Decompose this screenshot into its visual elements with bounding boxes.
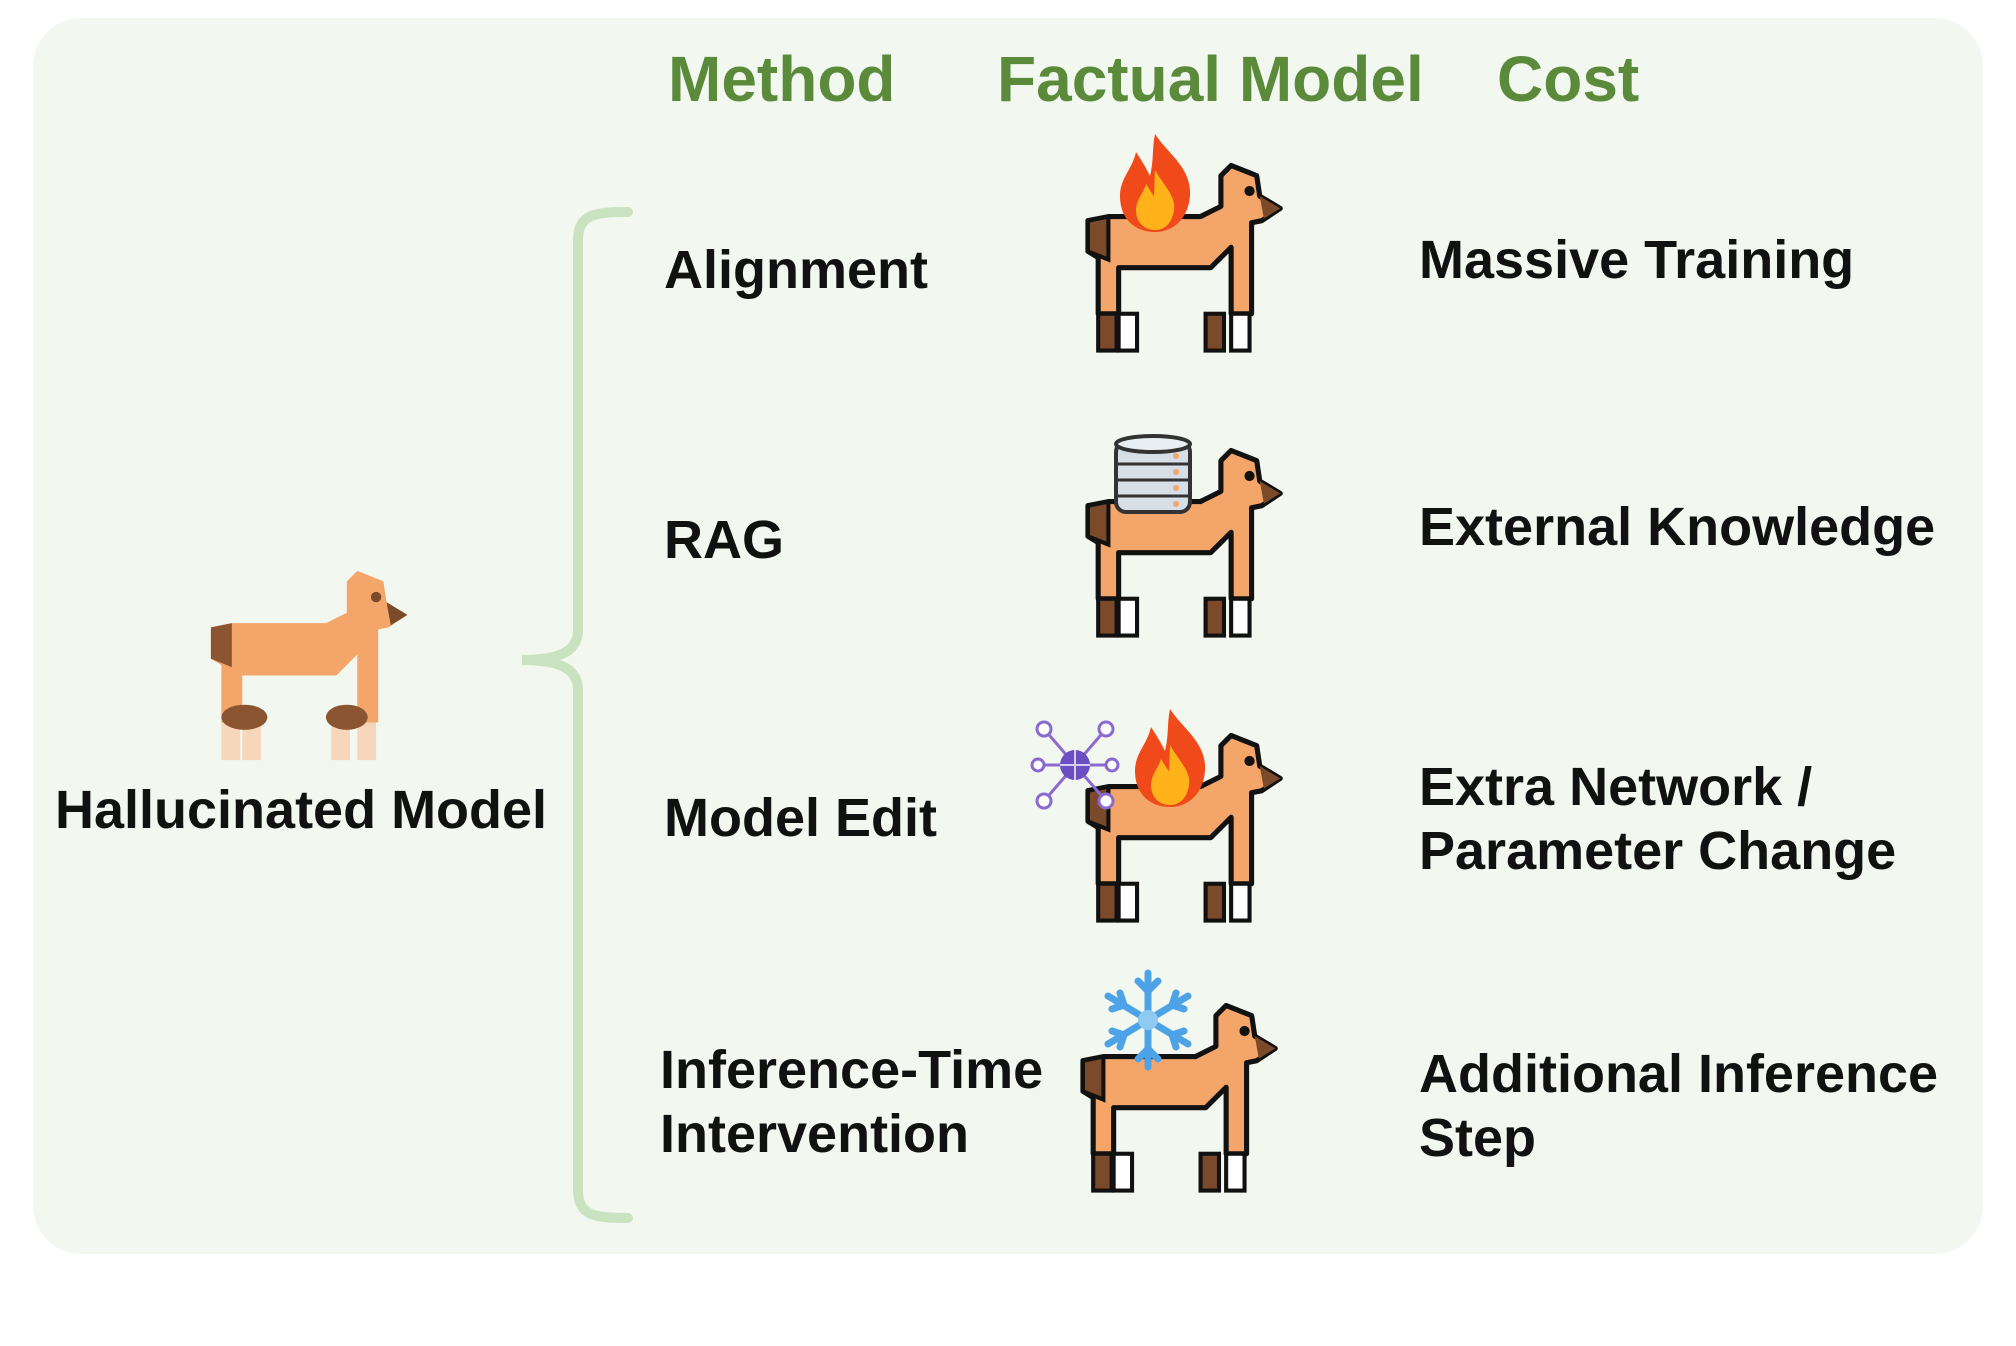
bracket-connector: [521, 207, 633, 1223]
hallucinated-model-label: Hallucinated Model: [55, 780, 548, 840]
factual-llama-icon: [1080, 1002, 1278, 1193]
method-alignment: Alignment: [664, 240, 928, 300]
hallucinated-llama-icon: [210, 570, 408, 761]
header-method: Method: [668, 43, 896, 115]
fire-icon: [1135, 709, 1206, 807]
header-cost: Cost: [1497, 43, 1640, 115]
method-inference-time-intervention: Inference-Time Intervention: [660, 1040, 1044, 1164]
cost-massive-training: Massive Training: [1419, 230, 1855, 290]
factual-llama-icon: [1085, 162, 1283, 353]
cost-additional-inference-step: Additional Inference Step: [1419, 1044, 1939, 1168]
header-factual-model: Factual Model: [997, 43, 1424, 115]
network-icon: [1030, 720, 1120, 810]
method-model-edit: Model Edit: [664, 788, 937, 848]
snowflake-icon: [1104, 969, 1192, 1071]
method-rag: RAG: [664, 510, 784, 570]
cost-extra-network: Extra Network / Parameter Change: [1419, 757, 1897, 881]
database-icon: [1114, 434, 1192, 514]
cost-external-knowledge: External Knowledge: [1419, 497, 1936, 557]
fire-icon: [1120, 134, 1191, 232]
